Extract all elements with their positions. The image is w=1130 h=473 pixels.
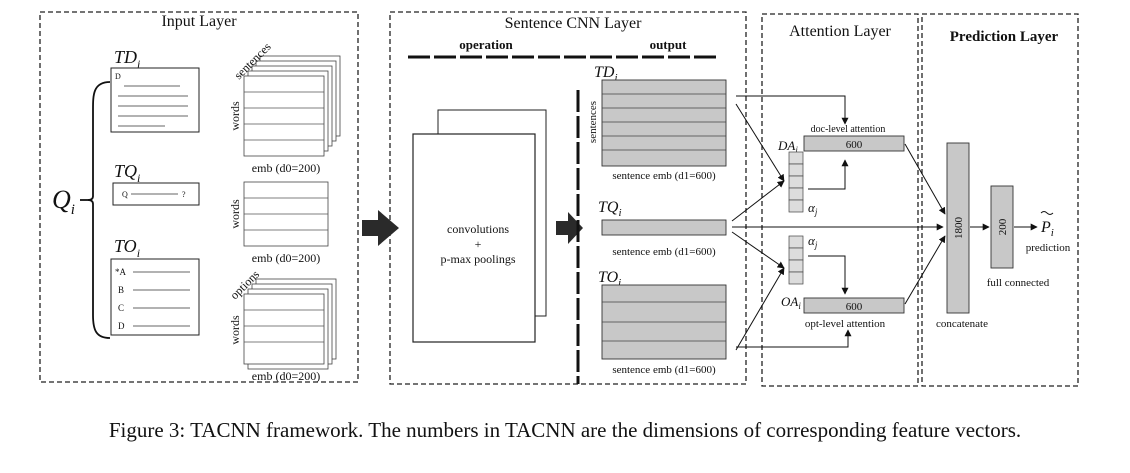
to-option-a: *A — [115, 267, 127, 277]
out-tq-label: TQi — [598, 199, 622, 219]
td-label: TDi — [114, 47, 140, 71]
operation-line-1: convolutions — [447, 222, 509, 236]
q-label: Qi — [52, 185, 75, 218]
out-tq-vector — [601, 219, 727, 236]
fc-value: 200 — [997, 218, 1009, 235]
td-document — [110, 67, 200, 133]
cnn-layer-frame — [389, 11, 747, 385]
to-tensor-rows-label: words — [228, 315, 242, 345]
to-option-c: C — [118, 303, 124, 313]
out-td-side-label: sentences — [587, 101, 599, 143]
out-td-caption: sentence emb (d1=600) — [612, 170, 716, 182]
tacnn-diagram: Input Layer Sentence CNN Layer Attention… — [39, 11, 1079, 387]
attention-layer-frame — [761, 13, 919, 387]
fc-vector — [990, 185, 1014, 269]
tq-label: TQi — [114, 161, 140, 185]
td-tensor-rows-label: words — [228, 101, 242, 131]
operation-header: operation — [459, 37, 513, 52]
q-brace — [87, 81, 111, 339]
p-hat-tilde — [1040, 211, 1054, 215]
out-to-label: TOi — [598, 269, 621, 289]
p-hat-label: Pi — [1040, 219, 1054, 239]
to-option-d: D — [118, 321, 125, 331]
to-option-b: B — [118, 285, 124, 295]
out-td-label: TDi — [594, 64, 618, 84]
td-tensor-base-label: emb (d0=200) — [252, 161, 320, 175]
arrow-input-to-cnn — [362, 210, 399, 246]
td-doc-lines — [118, 85, 188, 127]
figure-caption: Figure 3: TACNN framework. The numbers i… — [108, 418, 1022, 442]
tq-qmark: ? — [182, 190, 186, 199]
to-tensor-base-label: emb (d0=200) — [252, 369, 320, 383]
doc-attention-vector — [803, 135, 905, 152]
tq-tensor-rows-label: words — [228, 199, 242, 229]
arrow-operation-to-output — [556, 212, 583, 244]
out-tq-caption: sentence emb (d1=600) — [612, 246, 716, 258]
fc-label: full connected — [987, 277, 1050, 289]
oa-label: OAi — [781, 294, 801, 311]
operation-line-2: + — [475, 237, 482, 251]
tq-tensor — [243, 181, 329, 247]
out-to-caption: sentence emb (d1=600) — [612, 364, 716, 376]
out-to-matrix — [601, 284, 727, 360]
concatenate-label: concatenate — [936, 318, 988, 330]
prediction-output: Pi — [1040, 211, 1054, 239]
cnn-layer-title: Sentence CNN Layer — [505, 15, 643, 32]
input-layer-title: Input Layer — [161, 13, 237, 30]
out-td-matrix — [601, 79, 727, 167]
concatenate-value: 1800 — [953, 217, 965, 240]
opt-attention-vector — [803, 297, 905, 314]
prediction-label: prediction — [1026, 242, 1071, 254]
opt-attention-vector-value: 600 — [846, 301, 863, 313]
operation-line-3: p-max poolings — [441, 252, 516, 266]
tq-tensor-base-label: emb (d0=200) — [252, 251, 320, 265]
alpha-doc-label: αj — [808, 200, 818, 217]
td-doc-letter: D — [115, 72, 121, 81]
concatenate-vector — [946, 142, 970, 314]
td-tensor — [243, 55, 341, 157]
doc-attention-vector-value: 600 — [846, 139, 863, 151]
attention-arrows — [731, 95, 1038, 351]
operation-box — [412, 133, 536, 343]
to-doc-lines — [133, 271, 190, 327]
output-header: output — [650, 37, 688, 52]
da-label: DAi — [777, 138, 798, 155]
to-tensor — [243, 278, 337, 370]
opt-attention-label: opt-level attention — [805, 318, 886, 330]
tq-q-letter: Q — [122, 190, 128, 199]
doc-attention-label: doc-level attention — [811, 124, 886, 135]
prediction-layer-title: Prediction Layer — [950, 29, 1059, 45]
oa-weights — [788, 235, 804, 285]
to-label: TOi — [114, 236, 140, 260]
attention-layer-title: Attention Layer — [789, 23, 891, 40]
alpha-opt-label: αj — [808, 233, 818, 250]
da-weights — [788, 151, 804, 213]
